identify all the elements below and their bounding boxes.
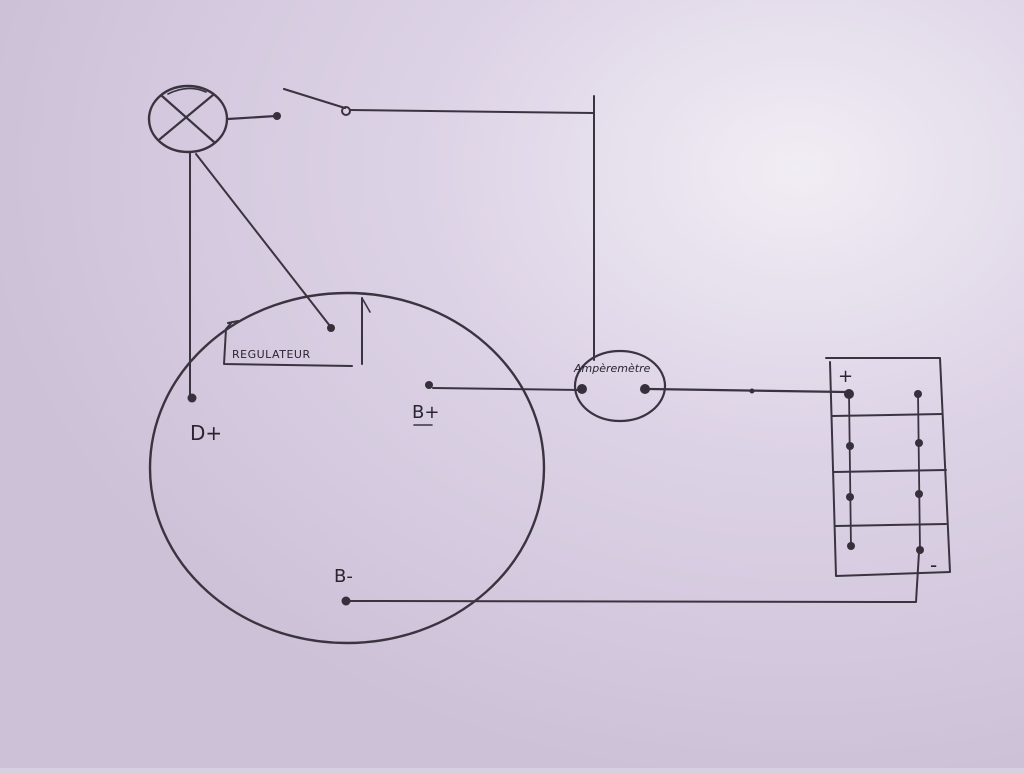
battery-minus-label: - (930, 553, 937, 577)
battery (825, 357, 951, 577)
wire-b-plus-to-ammeter (432, 387, 581, 391)
b-minus-label: B- (334, 566, 353, 587)
ammeter (573, 349, 667, 423)
battery-minus-terminal (916, 546, 924, 554)
wire-b-minus-to-battery (349, 551, 920, 603)
b-minus-terminal (341, 596, 351, 606)
d-plus-terminal (187, 393, 197, 403)
regulator-terminal (327, 324, 335, 332)
wire-lamp-to-switch (226, 114, 278, 121)
battery-plus-label: + (838, 366, 853, 387)
ammeter-label: Ampèremètre (573, 362, 651, 375)
wire-junction (749, 388, 755, 394)
regulator-label: REGULATEUR (232, 348, 311, 361)
wire-switch-to-ammeter (349, 109, 595, 114)
d-plus-label: D+ (190, 421, 222, 445)
battery-plus-terminal (844, 389, 854, 399)
wire-ammeter-to-battery (648, 387, 848, 394)
switch-terminal-left (273, 112, 281, 120)
b-plus-terminal (425, 381, 433, 389)
regulator-box (223, 297, 371, 367)
alternator-body (148, 291, 546, 645)
b-plus-label: B+ (412, 402, 439, 423)
